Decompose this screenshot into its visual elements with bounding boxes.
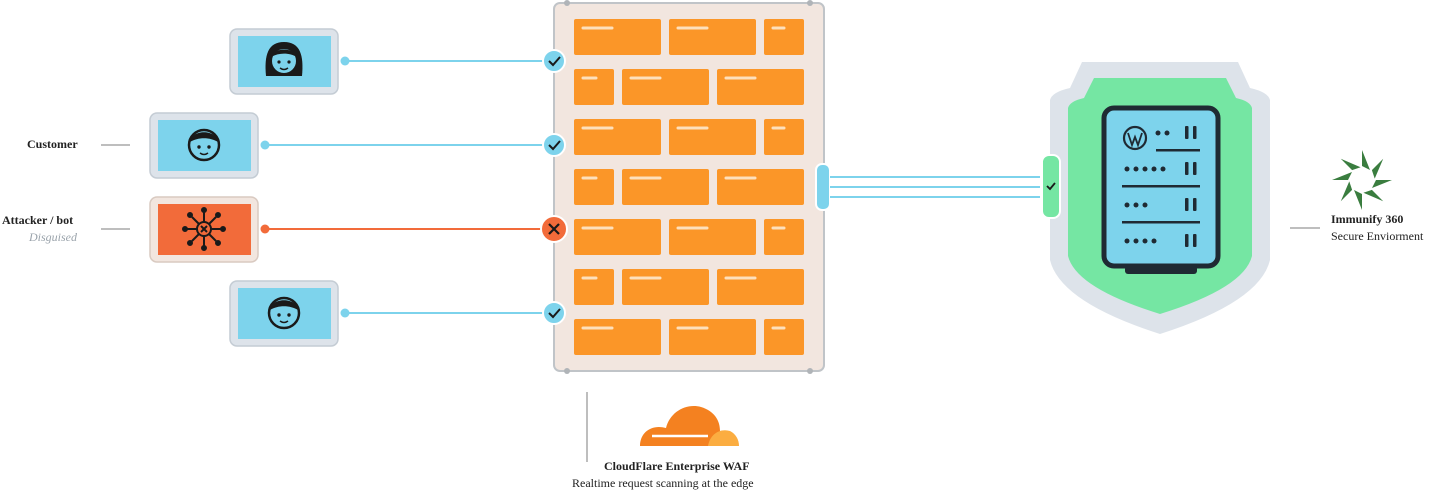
- brick: [574, 269, 614, 305]
- brick: [669, 319, 756, 355]
- brick: [717, 69, 804, 105]
- cloudflare-logo: [640, 406, 739, 446]
- allowed-check-icon: [542, 133, 566, 157]
- allowed-check-icon: [542, 49, 566, 73]
- brick: [669, 19, 756, 55]
- customer-label: Customer: [27, 137, 78, 151]
- virus-bot-icon: [182, 207, 226, 251]
- shield-input-port: [1041, 154, 1061, 219]
- forward-lines: [830, 176, 1040, 198]
- client-card-user: [229, 280, 339, 347]
- brick: [574, 19, 661, 55]
- brick: [574, 119, 661, 155]
- client-card-attacker: [149, 196, 259, 263]
- brick-highlights: [581, 26, 786, 330]
- request-line-2: [260, 140, 545, 150]
- client-card-female: [229, 28, 339, 95]
- waf-subtitle: Realtime request scanning at the edge: [572, 476, 754, 490]
- brick: [717, 269, 804, 305]
- brick: [574, 319, 661, 355]
- wordpress-server: [1101, 105, 1221, 274]
- immunify-title: Immunify 360: [1331, 212, 1404, 226]
- request-line-attacker: [260, 224, 545, 234]
- brick: [669, 219, 756, 255]
- brick: [764, 219, 804, 255]
- waf-title: CloudFlare Enterprise WAF: [604, 459, 750, 473]
- firewall-bricks: [574, 19, 804, 355]
- shield-check-icon: [1046, 182, 1056, 191]
- user-male-icon: [187, 128, 221, 162]
- client-card-customer: [149, 112, 259, 179]
- wall-output-port: [815, 163, 831, 211]
- brick: [764, 319, 804, 355]
- brick: [574, 69, 614, 105]
- brick: [669, 119, 756, 155]
- brick: [622, 69, 709, 105]
- brick: [764, 19, 804, 55]
- allowed-check-icon: [542, 301, 566, 325]
- user-female-icon: [265, 42, 303, 76]
- request-line-4: [340, 308, 545, 318]
- request-line-1: [340, 56, 545, 66]
- user-male-icon: [267, 296, 301, 330]
- brick: [574, 219, 661, 255]
- blocked-x-icon: [540, 215, 568, 243]
- attacker-label: Attacker / bot: [2, 213, 74, 227]
- brick: [717, 169, 804, 205]
- immunify-subtitle: Secure Enviorment: [1331, 229, 1424, 243]
- wordpress-icon: [1122, 125, 1148, 151]
- attacker-sublabel: Disguised: [29, 230, 77, 244]
- brick: [622, 169, 709, 205]
- brick: [622, 269, 709, 305]
- brick: [764, 119, 804, 155]
- brick: [574, 169, 614, 205]
- immunify-logo: [1332, 150, 1392, 210]
